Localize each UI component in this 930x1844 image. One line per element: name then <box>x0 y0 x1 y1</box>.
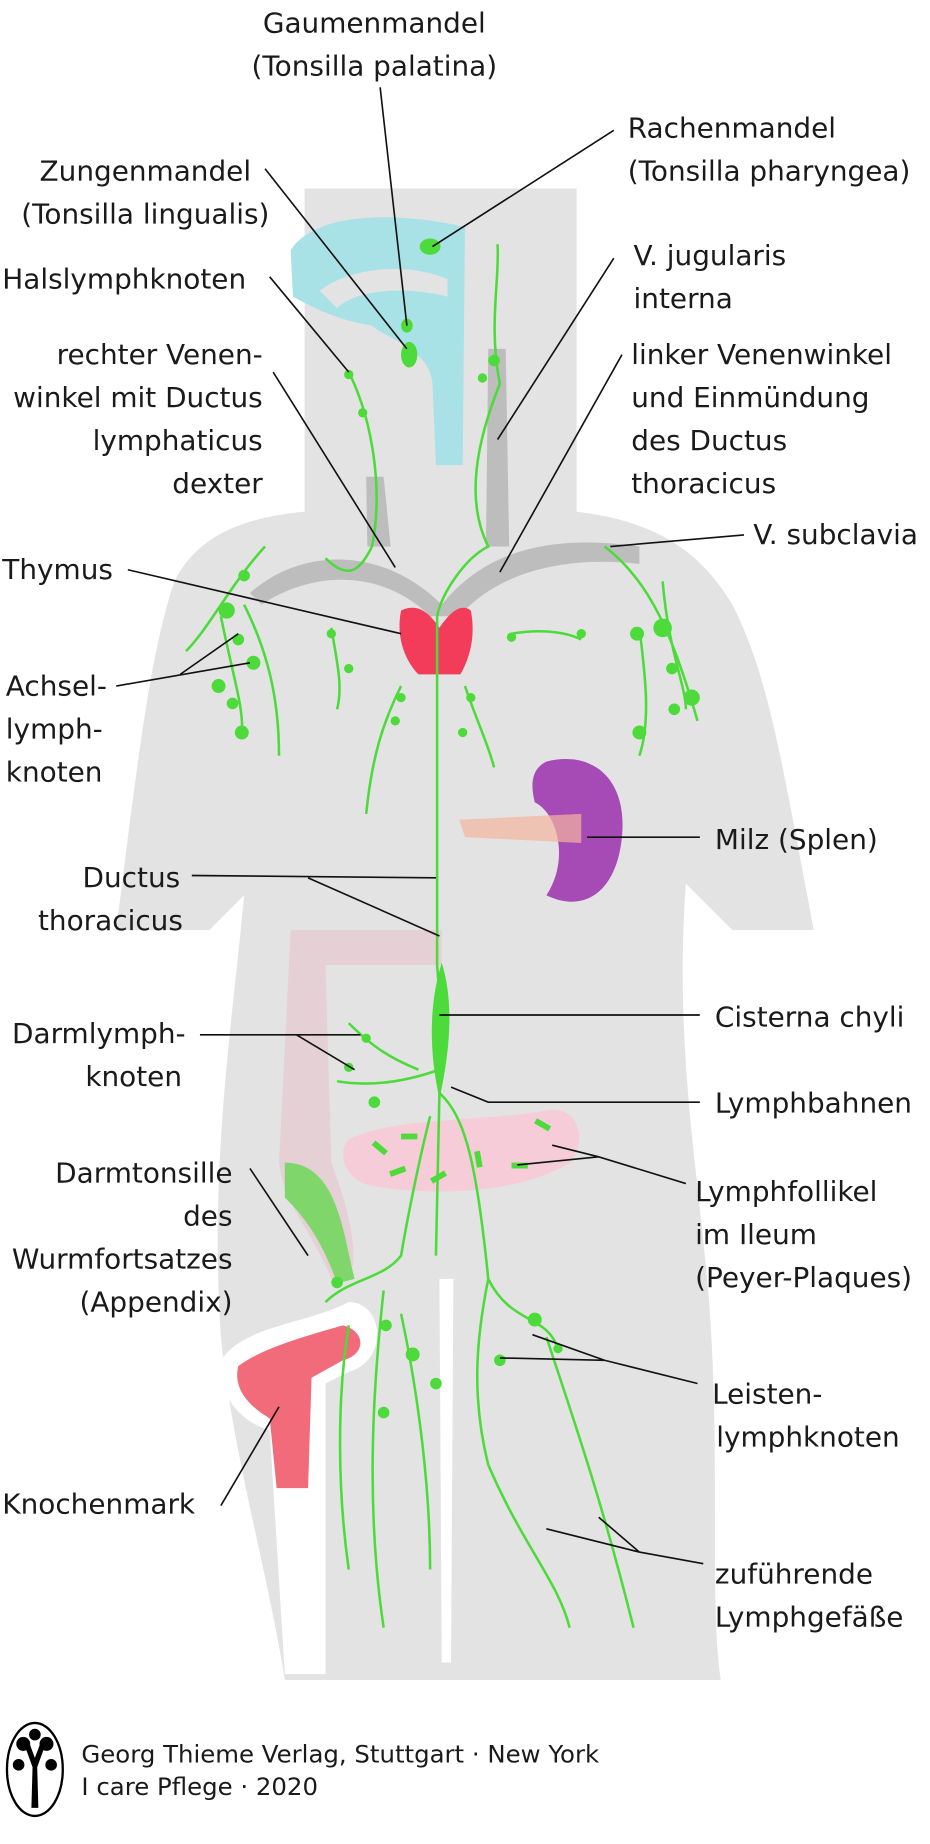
svg-text:Ductus: Ductus <box>83 861 181 894</box>
svg-text:thoracicus: thoracicus <box>38 904 183 937</box>
svg-text:Darmlymph-: Darmlymph- <box>12 1017 186 1050</box>
svg-text:lymphknoten: lymphknoten <box>716 1420 899 1453</box>
lymph-nodes <box>211 354 700 1419</box>
svg-text:des Ductus: des Ductus <box>631 424 787 457</box>
svg-text:(Appendix): (Appendix) <box>79 1285 232 1318</box>
svg-text:rechter Venen-: rechter Venen- <box>57 338 263 371</box>
svg-text:thoracicus: thoracicus <box>631 467 776 500</box>
spleen-vessels <box>459 813 582 843</box>
label-linker-venenwinkel: linker Venenwinkel und Einmündung des Duct… <box>631 338 892 500</box>
label-milz: Milz (Splen) <box>715 823 878 856</box>
svg-text:Lymphfollikel: Lymphfollikel <box>695 1175 877 1208</box>
footer-publisher: Georg Thieme Verlag, Stuttgart · New Yor… <box>81 1739 600 1768</box>
cisterna-chyli-organ <box>431 962 450 1099</box>
vena-subclavia <box>249 542 640 617</box>
thieme-logo <box>5 1721 64 1818</box>
svg-text:linker Venenwinkel: linker Venenwinkel <box>631 338 892 371</box>
label-halslymphknoten: Halslymphknoten <box>2 262 246 295</box>
rachenmandel-organ <box>419 238 441 255</box>
label-rechter-venenwinkel: rechter Venen-winkel mit Ductus lymphatic… <box>13 338 263 500</box>
lymph-vessels <box>185 244 699 1628</box>
svg-text:lymph-: lymph- <box>6 712 103 745</box>
label-leistenlymphknoten: Leisten-lymphknoten <box>712 1377 900 1453</box>
svg-text:und Einmündung: und Einmündung <box>631 381 869 414</box>
svg-text:interna: interna <box>634 282 733 315</box>
svg-text:Wurmfortsatzes: Wurmfortsatzes <box>12 1242 233 1275</box>
label-lymphfollikel: Lymphfollikel im Ileum (Peyer-Plaques) <box>695 1175 912 1294</box>
label-cisterna-chyli: Cisterna chyli <box>715 1001 904 1034</box>
svg-text:lymphaticus: lymphaticus <box>93 424 263 457</box>
svg-text:Gaumenmandel: Gaumenmandel <box>263 7 486 40</box>
svg-text:(Peyer-Plaques): (Peyer-Plaques) <box>695 1261 912 1294</box>
label-v-jugularis: V. jugularis interna <box>634 239 787 315</box>
leader-lines <box>116 87 745 1565</box>
label-knochenmark: Knochenmark <box>2 1488 196 1521</box>
svg-text:knoten: knoten <box>6 755 103 788</box>
svg-text:(Tonsilla palatina): (Tonsilla palatina) <box>252 50 498 83</box>
vena-jugularis-right <box>366 476 391 547</box>
svg-text:V. jugularis: V. jugularis <box>634 239 787 272</box>
svg-text:knoten: knoten <box>85 1060 182 1093</box>
svg-text:im Ileum: im Ileum <box>695 1218 817 1251</box>
svg-text:zuführende: zuführende <box>715 1557 873 1590</box>
label-ductus-thoracicus: Ductus thoracicus <box>38 861 183 937</box>
footer-book: I care Pflege · 2020 <box>81 1772 318 1801</box>
label-v-subclavia: V. subclavia <box>753 518 918 551</box>
svg-text:dexter: dexter <box>172 467 263 500</box>
label-achsellymphknoten: Achsel-lymph-knoten <box>6 669 107 788</box>
label-thymus: Thymus <box>1 553 113 586</box>
svg-text:(Tonsilla lingualis): (Tonsilla lingualis) <box>21 197 269 230</box>
vena-jugularis-interna <box>485 348 510 547</box>
svg-text:Rachenmandel: Rachenmandel <box>628 111 836 144</box>
label-darmlymphknoten: Darmlymph-knoten <box>12 1017 186 1093</box>
label-gaumenmandel: Gaumenmandel (Tonsilla palatina) <box>252 7 498 83</box>
svg-text:winkel mit Ductus: winkel mit Ductus <box>13 381 263 414</box>
label-zungenmandel: Zungenmandel (Tonsilla lingualis) <box>21 154 269 230</box>
svg-text:(Tonsilla pharyngea): (Tonsilla pharyngea) <box>628 154 911 187</box>
svg-text:Lymphgefäße: Lymphgefäße <box>715 1600 904 1633</box>
svg-text:des: des <box>183 1199 232 1232</box>
bone-marrow <box>237 1325 361 1489</box>
svg-text:Leisten-: Leisten- <box>712 1377 822 1410</box>
svg-text:Darmtonsille: Darmtonsille <box>55 1156 232 1189</box>
appendix <box>284 1162 355 1284</box>
svg-text:Achsel-: Achsel- <box>6 669 107 702</box>
label-lymphbahnen: Lymphbahnen <box>715 1087 912 1120</box>
svg-text:Zungenmandel: Zungenmandel <box>40 154 252 187</box>
label-rachenmandel: Rachenmandel (Tonsilla pharyngea) <box>628 111 911 187</box>
zungenmandel-organ <box>401 341 418 368</box>
leg-gap <box>439 1278 454 1663</box>
